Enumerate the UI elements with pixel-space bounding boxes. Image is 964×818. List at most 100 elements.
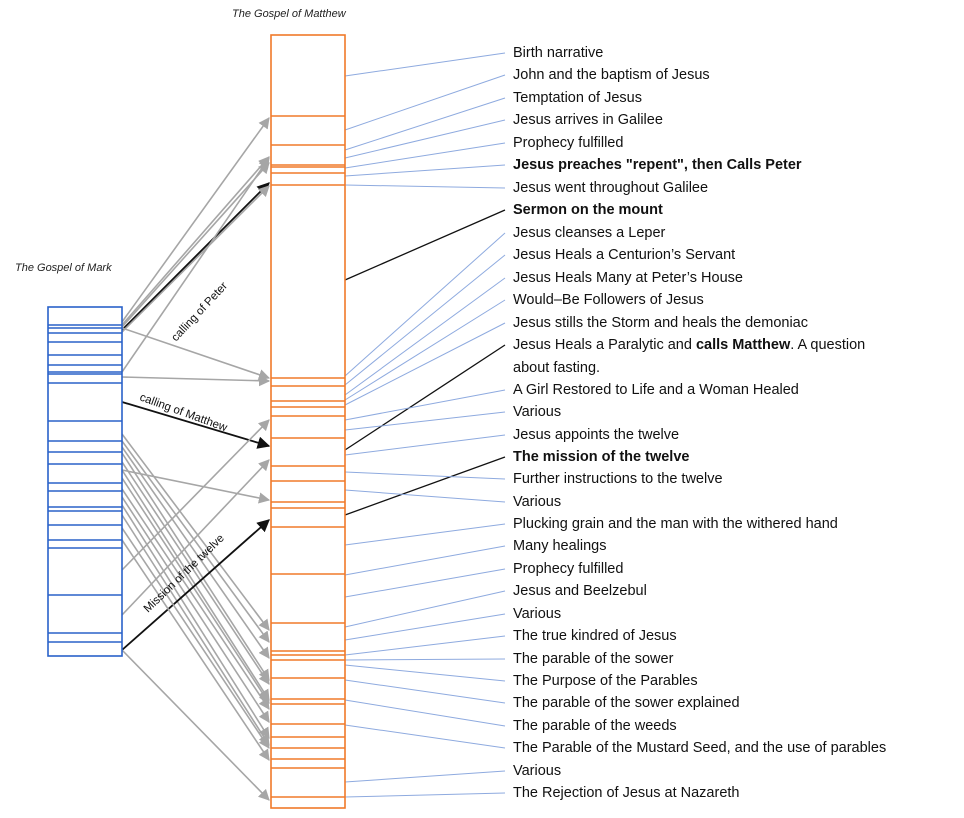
section-label: Would–Be Followers of Jesus — [513, 292, 704, 308]
section-connector — [344, 456, 506, 516]
section-connector — [344, 635, 506, 656]
section-connectors — [344, 52, 506, 798]
parallel-arrow — [121, 469, 271, 504]
section-connector — [344, 74, 506, 131]
parallel-arrow — [121, 527, 270, 749]
parallel-arrow — [121, 504, 270, 739]
section-connector — [344, 679, 506, 704]
parallel-arrow — [121, 649, 270, 801]
section-connector — [344, 770, 506, 783]
section-connector — [344, 389, 506, 421]
section-connector — [344, 322, 506, 406]
section-label: A Girl Restored to Life and a Woman Heal… — [513, 382, 799, 398]
section-connector — [344, 434, 506, 456]
mark-title: The Gospel of Mark — [15, 262, 112, 274]
arrow-labels: calling of Peter calling of Matthew Miss… — [138, 280, 230, 615]
label-text: . A question — [790, 337, 866, 353]
section-label: Jesus appoints the twelve — [513, 427, 680, 443]
matthew-title: The Gospel of Matthew — [232, 8, 346, 20]
section-label: The Rejection of Jesus at Nazareth — [513, 785, 740, 801]
section-connector — [344, 613, 506, 641]
mark-column — [47, 306, 123, 657]
parallel-arrow — [121, 461, 270, 685]
section-label: John and the baptism of Jesus — [513, 67, 710, 83]
section-connector — [344, 299, 506, 401]
section-connector — [344, 344, 506, 451]
section-connector — [344, 232, 506, 377]
section-label: Prophecy fulfilled — [513, 561, 624, 577]
section-label: Many healings — [513, 538, 607, 554]
parallel-arrow — [121, 477, 270, 704]
section-label: The true kindred of Jesus — [513, 628, 677, 644]
section-connector — [344, 545, 506, 576]
parallel-arrow — [121, 446, 270, 659]
section-connector — [344, 142, 506, 169]
parallel-arrow — [121, 488, 270, 710]
section-connector — [344, 164, 506, 177]
section-connector — [344, 792, 506, 798]
key-arrow — [121, 182, 270, 331]
mark-to-matthew-arrows — [121, 117, 271, 801]
section-label: The Purpose of the Parables — [513, 673, 698, 689]
parallel-arrow — [121, 185, 270, 333]
section-label: The parable of the sower — [513, 651, 674, 667]
section-connector — [344, 209, 506, 281]
section-label: Various — [513, 606, 562, 622]
section-connector — [344, 568, 506, 598]
section-label: The mission of the twelve — [513, 449, 690, 465]
section-label: Jesus preaches "repent", then Calls Pete… — [513, 157, 802, 173]
key-arrow — [121, 519, 270, 651]
section-label: Jesus arrives in Galilee — [513, 112, 663, 128]
section-label: Birth narrative — [513, 45, 604, 61]
parallel-arrow — [121, 117, 270, 323]
matthew-box-outline — [270, 34, 346, 809]
section-connector — [344, 699, 506, 727]
parallel-arrow — [121, 539, 270, 761]
section-connector — [344, 489, 506, 503]
section-connector — [344, 97, 506, 151]
section-connector — [344, 277, 506, 396]
parallel-arrow — [121, 452, 270, 681]
section-connector — [344, 471, 506, 480]
matthew-column — [270, 34, 346, 809]
section-label: Jesus Heals a Centurion’s Servant — [513, 247, 736, 263]
section-label: Jesus cleanses a Leper — [513, 225, 666, 241]
section-label: Prophecy fulfilled — [513, 135, 624, 151]
parallel-arrow — [121, 514, 270, 746]
section-connector — [344, 658, 506, 661]
section-label: Jesus Heals Many at Peter’s House — [513, 270, 743, 286]
section-label: Jesus stills the Storm and heals the dem… — [513, 315, 808, 331]
section-connector — [344, 724, 506, 749]
section-label: Sermon on the mount — [513, 202, 663, 218]
label-text: about fasting. — [513, 359, 601, 376]
parallel-arrow — [121, 162, 270, 328]
section-label: Various — [513, 494, 562, 510]
parallel-arrow — [121, 496, 270, 723]
section-connector — [344, 254, 506, 386]
section-connector — [344, 411, 506, 431]
section-label: Jesus Heals a Paralytic and calls Matthe… — [513, 334, 865, 379]
section-label: The parable of the sower explained — [513, 695, 740, 711]
parallel-arrow — [121, 157, 270, 373]
mark-box-outline — [47, 306, 123, 657]
section-connector — [344, 664, 506, 682]
key-arrow — [121, 401, 271, 449]
section-label: The Parable of the Mustard Seed, and the… — [513, 740, 887, 756]
parallel-arrow — [121, 327, 271, 381]
parallel-arrow — [121, 419, 270, 571]
section-connector — [344, 52, 506, 77]
arrow-label-calling-of-matthew: calling of Matthew — [138, 392, 229, 435]
section-connector — [344, 590, 506, 628]
section-connector — [344, 523, 506, 546]
section-label: Various — [513, 404, 562, 420]
parallel-arrow — [121, 440, 270, 643]
section-label: The parable of the weeds — [513, 718, 677, 734]
parallel-arrow — [121, 375, 271, 387]
parallel-arrow — [121, 156, 270, 326]
section-connector — [344, 119, 506, 159]
label-text: Jesus Heals a Paralytic and — [513, 337, 696, 353]
section-connector — [344, 184, 506, 189]
parallel-arrow — [121, 459, 270, 616]
section-label: Jesus went throughout Galilee — [513, 180, 709, 196]
